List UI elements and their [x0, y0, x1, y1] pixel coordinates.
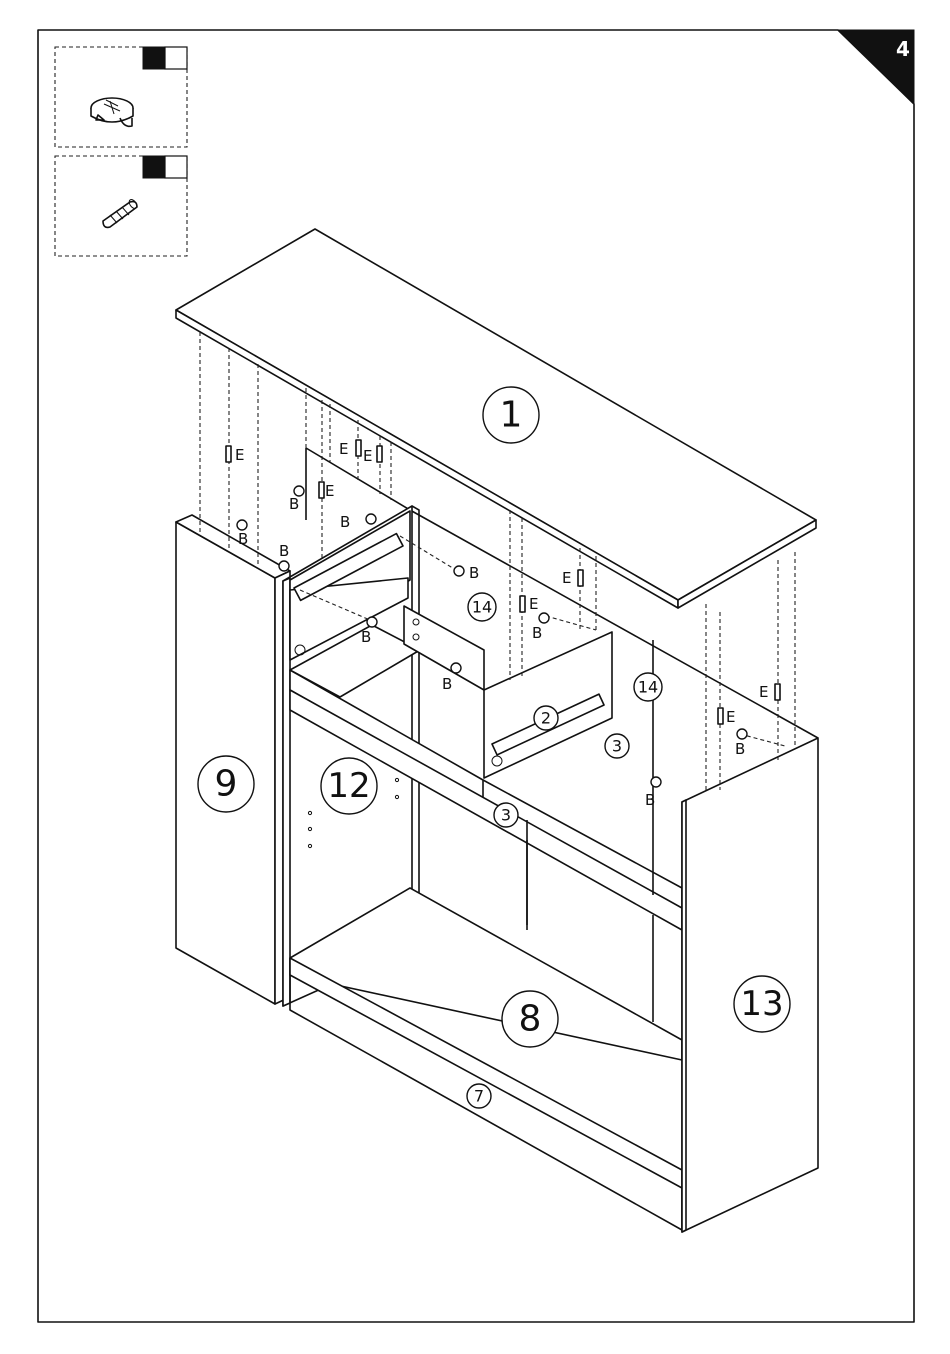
- label-b: B: [442, 675, 452, 693]
- part-number-1: 1: [500, 395, 523, 436]
- part-number-8: 8: [519, 999, 542, 1040]
- label-b: B: [469, 564, 479, 582]
- part-number-14: 14: [472, 598, 492, 617]
- label-b: B: [289, 495, 299, 513]
- label-b: B: [279, 542, 289, 560]
- label-e: E: [726, 708, 735, 726]
- label-e: E: [235, 446, 244, 464]
- label-b: B: [645, 791, 655, 809]
- wood-dowel-icon: [103, 198, 138, 227]
- part-number-3: 3: [612, 737, 622, 756]
- part-number-9: 9: [215, 764, 238, 805]
- part-number-3: 3: [501, 806, 511, 825]
- part-number-14: 14: [638, 678, 658, 697]
- legend-swatch-filled-2: [143, 156, 165, 178]
- part-number-7: 7: [474, 1087, 484, 1106]
- label-b: B: [735, 740, 745, 758]
- label-e: E: [759, 683, 768, 701]
- label-b: B: [238, 530, 248, 548]
- hardware-legend: [55, 47, 187, 256]
- part-number-13: 13: [740, 984, 783, 1024]
- part-number-2: 2: [541, 709, 551, 728]
- label-e: E: [529, 595, 538, 613]
- label-e: E: [363, 447, 372, 465]
- part-number-12: 12: [327, 766, 370, 806]
- label-e: E: [325, 482, 334, 500]
- label-e: E: [562, 569, 571, 587]
- cam-lock-icon: [91, 98, 133, 126]
- label-b: B: [532, 624, 542, 642]
- legend-swatch-empty: [165, 47, 187, 69]
- legend-swatch-empty-2: [165, 156, 187, 178]
- label-b: B: [340, 513, 350, 531]
- legend-swatch-filled: [143, 47, 165, 69]
- label-e: E: [339, 440, 348, 458]
- label-b: B: [361, 628, 371, 646]
- step-number: 4: [896, 37, 910, 61]
